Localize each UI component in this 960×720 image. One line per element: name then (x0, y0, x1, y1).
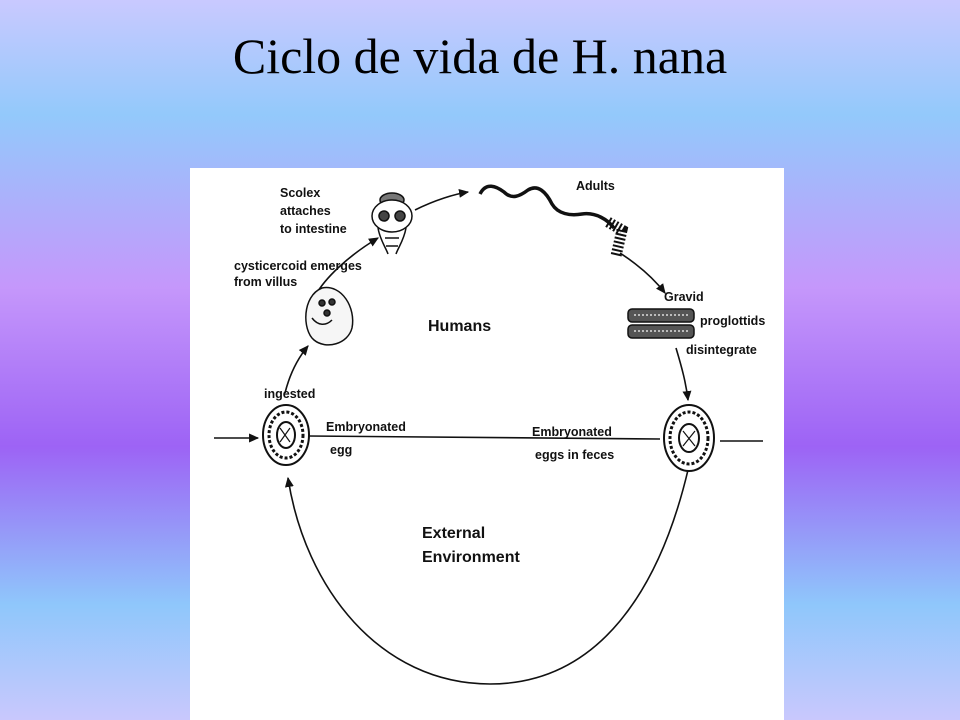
divider-line (307, 435, 661, 440)
cysticercoid-icon (305, 286, 354, 346)
egg-icon (663, 404, 715, 472)
external-environment-loop (284, 469, 689, 685)
arrow-gravid-to-feces (675, 347, 692, 402)
label-embryonated-eggs: Embryonated (532, 425, 612, 439)
scolex-icon (371, 192, 413, 255)
label-gravid: Gravid (664, 290, 704, 304)
label-eggs-in-feces: eggs in feces (535, 448, 614, 462)
label-cysticercoid-emerges: cysticercoid emerges (234, 259, 362, 273)
gravid-proglottids-icon (627, 308, 695, 339)
label-ingested: ingested (264, 387, 315, 401)
arrow-scolex-to-adults (414, 188, 470, 211)
arrow-egg-to-cysticercoid (284, 345, 309, 394)
arrow-adults-to-gravid (619, 252, 666, 294)
label-to-intestine: to intestine (280, 222, 347, 236)
adult-worm-icon (478, 184, 629, 258)
label-scolex: Scolex (280, 186, 320, 200)
label-disintegrate: disintegrate (686, 343, 757, 357)
life-cycle-diagram: Scolex attaches to intestine Adults cyst… (190, 168, 784, 720)
label-from-villus: from villus (234, 275, 297, 289)
egg-icon (262, 404, 310, 466)
label-attaches: attaches (280, 204, 331, 218)
label-external: External (422, 525, 485, 542)
label-proglottids: proglottids (700, 314, 765, 328)
label-environment: Environment (422, 549, 520, 566)
label-embryonated-egg: Embryonated (326, 420, 406, 434)
label-adults: Adults (576, 179, 615, 193)
slide-title: Ciclo de vida de H. nana (232, 28, 728, 84)
label-egg: egg (330, 443, 352, 457)
label-humans: Humans (428, 318, 491, 335)
